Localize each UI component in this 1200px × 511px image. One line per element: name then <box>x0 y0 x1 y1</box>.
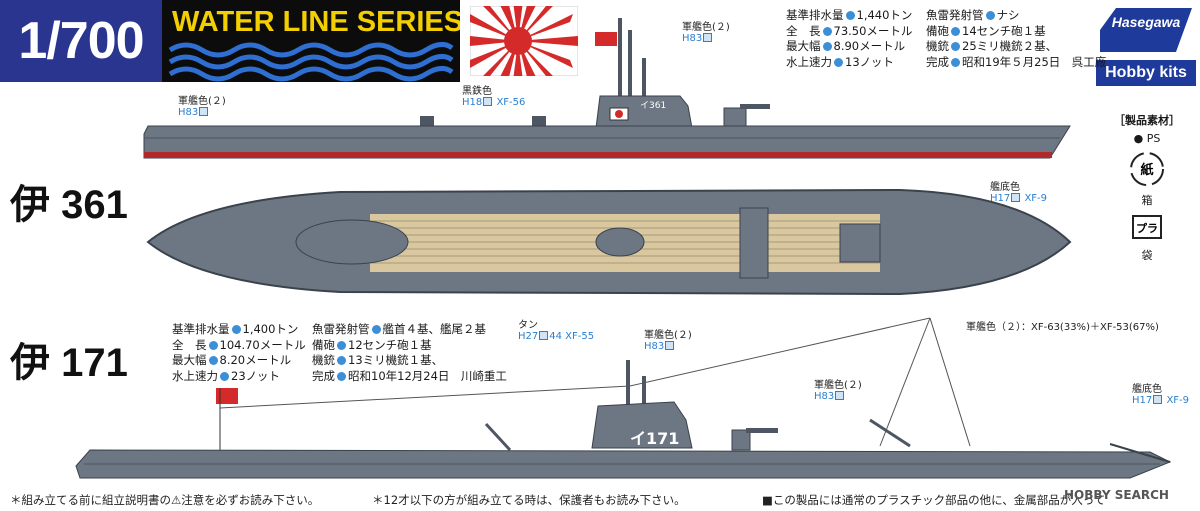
black-dot-icon: ● <box>1133 132 1144 145</box>
scale-label: 1/700 <box>0 0 162 82</box>
paint-swatch-icon <box>703 33 713 42</box>
label-361-bottom: 艦底色 H17 XF-9 <box>990 182 1048 204</box>
label-171-hull: 軍艦色(２) H83 <box>814 380 862 402</box>
plastic-mark: プラ <box>1136 221 1158 235</box>
label-361-hull: 軍艦色(２) H83 <box>178 96 226 118</box>
paint-swatch-icon <box>483 97 493 106</box>
watermark: HOBBY SEARCH <box>1064 488 1169 502</box>
brand-logo: Hasegawa Hobby kits <box>1096 4 1196 86</box>
footer-note-1: ＊組み立てる前に組立説明書の⚠注意を必ずお読み下さい。 <box>10 493 320 507</box>
series-banner: WATER LINE SERIES <box>162 0 460 82</box>
submarine-361-top-view <box>146 188 1072 296</box>
label-171-mix: 軍艦色（２）：XF-63(33%)＋XF-53(67%) <box>966 322 1159 333</box>
plastic-recycle-icon: プラ <box>1132 215 1162 239</box>
paint-swatch-icon <box>1153 395 1163 404</box>
hull-number-171: イ171 <box>630 429 679 448</box>
label-171-bottom: 艦底色 H17 XF-9 <box>1132 384 1190 406</box>
paint-swatch-icon <box>835 391 845 400</box>
footer-note-2: ＊12才以下の方が組み立てる時は、保護者もお読み下さい。 <box>372 493 686 507</box>
paper-mark: 紙 <box>1140 162 1153 178</box>
material-panel: ［製品素材］ ● PS 紙 箱 プラ 袋 <box>1106 112 1188 262</box>
rising-sun-flag <box>470 6 578 76</box>
footer-note-3: ■この製品には通常のプラスチック部品の他に、金属部品が入って <box>762 493 1106 507</box>
paper-recycle-icon: 紙 <box>1130 152 1164 186</box>
submarine-171-profile: イ171 <box>75 317 1172 479</box>
material-heading: ［製品素材］ <box>1114 114 1180 127</box>
brand-name: Hasegawa <box>1111 14 1181 30</box>
hull-number-361: イ361 <box>640 101 666 111</box>
paper-label: 箱 <box>1141 194 1153 207</box>
material-ps: ● PS <box>1106 132 1188 145</box>
paint-swatch-icon <box>539 331 549 340</box>
series-title: WATER LINE SERIES <box>172 6 460 38</box>
ship-name-361: 伊 361 <box>10 183 128 227</box>
label-171-conning: 軍艦色(２) H83 <box>644 330 692 352</box>
paint-swatch-icon <box>1011 193 1021 202</box>
ship-name-171: 伊 171 <box>10 341 128 385</box>
material-ps-label: PS <box>1146 132 1161 145</box>
label-361-conning: 軍艦色(２) H83 <box>682 22 730 44</box>
label-361-gun: 黒鉄色 H18 XF-56 <box>462 86 526 108</box>
plastic-label: 袋 <box>1141 249 1153 262</box>
paint-swatch-icon <box>665 341 675 350</box>
wave-graphic <box>168 42 454 82</box>
hasegawa-badge-icon <box>1100 8 1192 52</box>
brand-tagline: Hobby kits <box>1096 60 1196 86</box>
submarine-361-profile: イ361 <box>143 18 1071 159</box>
paint-swatch-icon <box>199 107 209 116</box>
